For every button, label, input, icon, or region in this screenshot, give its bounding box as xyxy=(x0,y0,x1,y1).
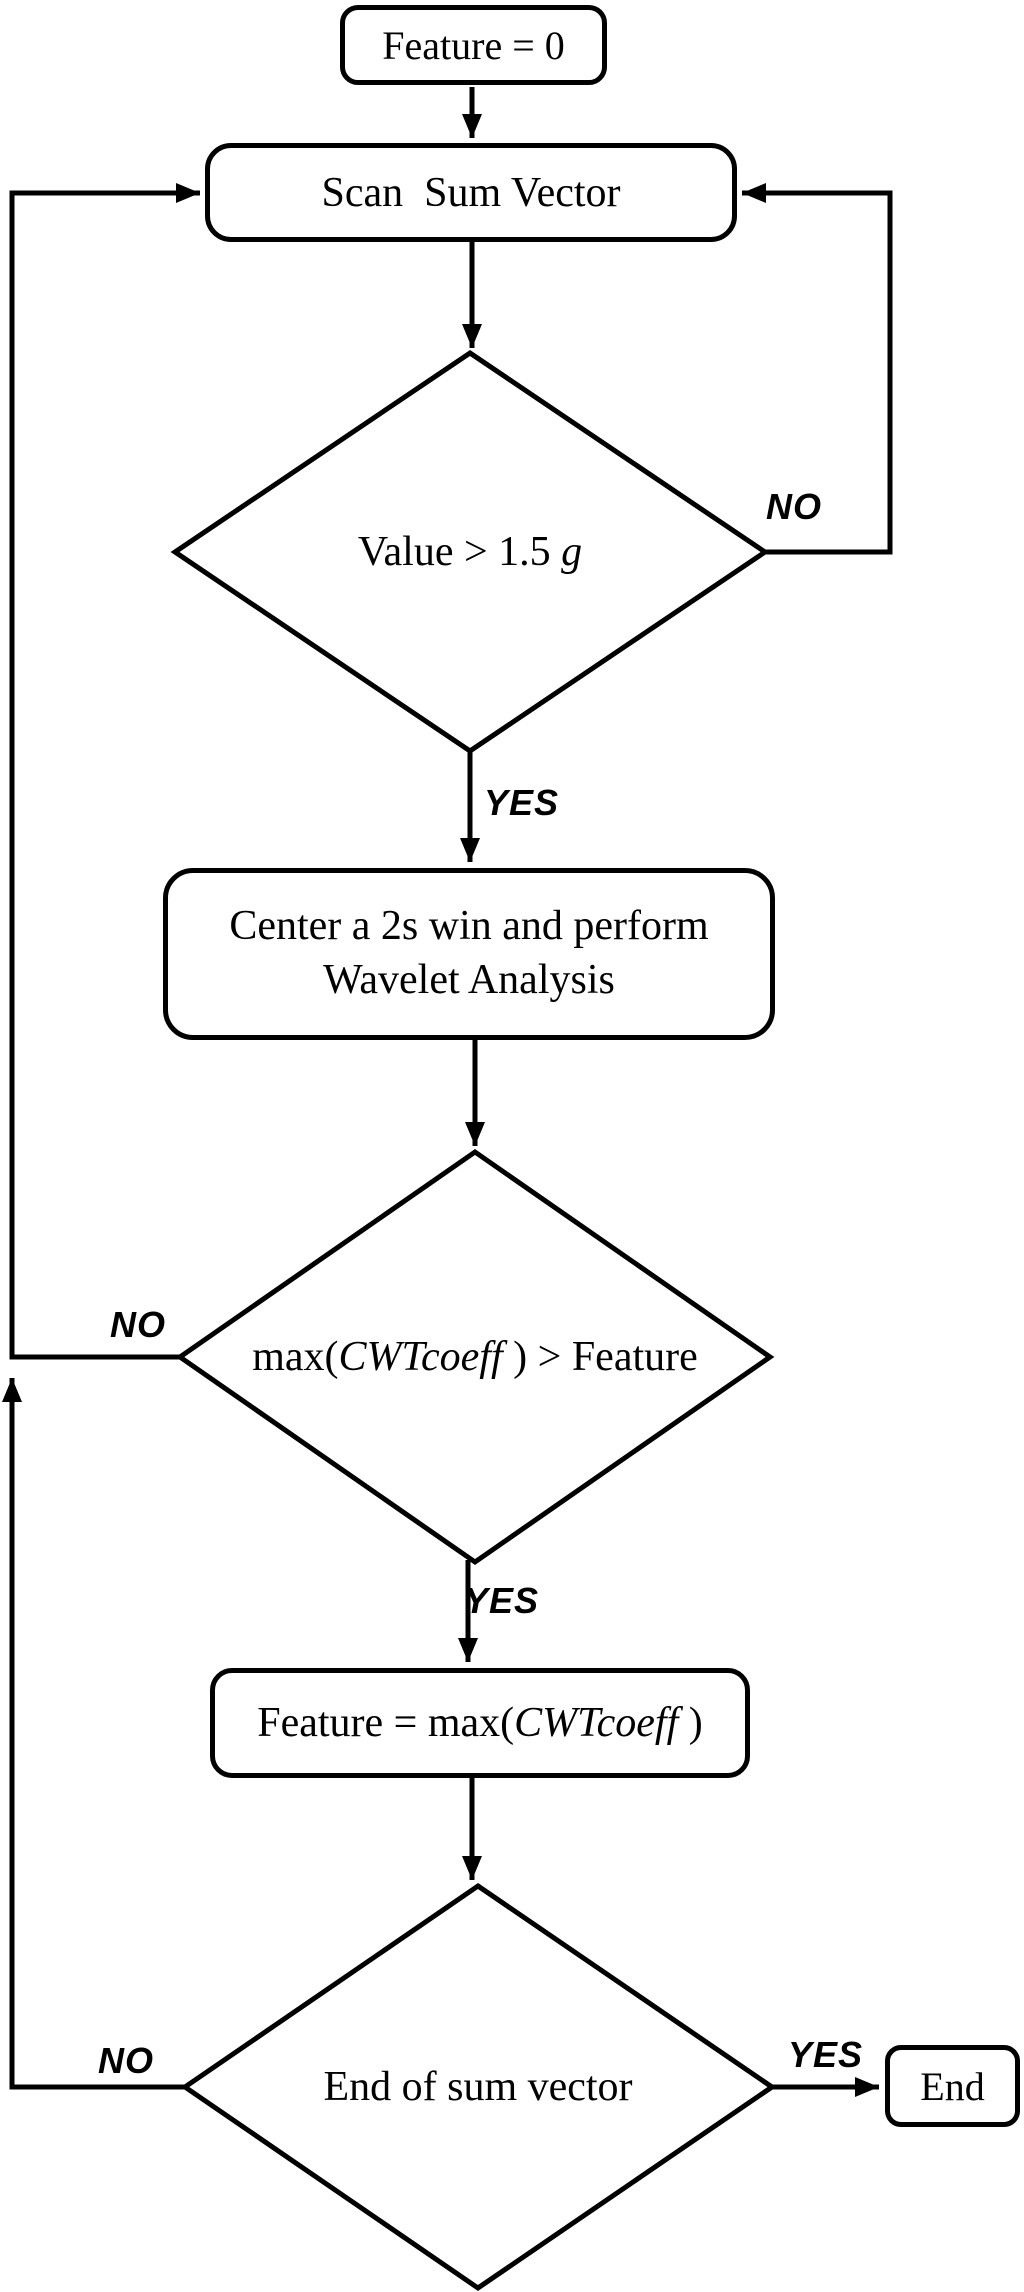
feature-update-suffix: ) xyxy=(678,1700,703,1746)
end-node-label: End xyxy=(920,2063,985,2109)
value-decision-diamond xyxy=(170,349,770,755)
value-decision-g-italic: g xyxy=(561,529,583,575)
value-decision-text: Value > 1.5 xyxy=(357,529,562,575)
value-decision-label: Value > 1.5 g xyxy=(272,510,668,594)
wavelet-analysis-line1: Center a 2s win and perform xyxy=(229,903,709,950)
start-node-label: Feature = 0 xyxy=(382,22,565,68)
end-node: End xyxy=(885,2045,1020,2127)
cwt-decision-italic: CWTcoeff xyxy=(338,1334,503,1380)
edge-endvec-no-loop-merge xyxy=(1,1378,185,2090)
cwt-decision-suffix: ) > Feature xyxy=(502,1334,698,1380)
feature-update-node: Feature = max(CWTcoeff ) xyxy=(210,1668,750,1778)
endvec-no-label: NO xyxy=(98,2040,154,2081)
value-no-label: NO xyxy=(766,486,822,527)
scan-sum-vector-label: Scan Sum Vector xyxy=(321,169,621,216)
cwt-no-label: NO xyxy=(110,1304,166,1345)
start-node: Feature = 0 xyxy=(340,5,607,85)
endvec-decision-label: End of sum vector xyxy=(280,2045,676,2129)
endvec-yes-label: YES xyxy=(788,2034,864,2075)
cwt-decision-diamond xyxy=(175,1148,775,1566)
endvec-decision-text: End of sum vector xyxy=(323,2064,633,2110)
edge-cwt-no-loop-to-scan xyxy=(9,183,200,1360)
scan-sum-vector-node: Scan Sum Vector xyxy=(205,143,737,242)
value-yes-label: YES xyxy=(484,782,560,823)
feature-update-prefix: Feature = max( xyxy=(257,1700,515,1746)
feature-update-italic: CWTcoeff xyxy=(514,1700,679,1746)
cwt-yes-label: YES xyxy=(464,1580,540,1621)
cwt-decision-label: max(CWTcoeff ) > Feature xyxy=(180,1315,770,1399)
cwt-decision-prefix: max( xyxy=(252,1334,339,1380)
endvec-decision-diamond xyxy=(180,1882,777,2292)
edge-value-no-loop-to-scan xyxy=(742,183,893,555)
wavelet-analysis-node: Center a 2s win and perform Wavelet Anal… xyxy=(163,868,775,1040)
wavelet-analysis-line2: Wavelet Analysis xyxy=(323,957,615,1003)
